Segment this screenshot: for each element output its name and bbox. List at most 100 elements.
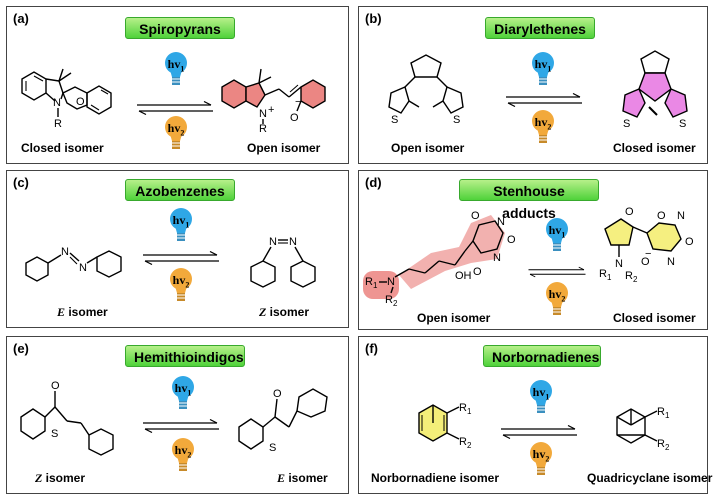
subscript: 1 [607,273,612,282]
panel-label: (f) [365,341,378,356]
atom-s: S [453,114,460,126]
atom-o: O [473,266,482,278]
hv-label: hv [548,223,562,237]
light-bulb-icon: hv1 [169,375,197,413]
atom-o: O [471,210,480,222]
light-bulb-icon: hv2 [543,281,571,319]
atom-o: O [657,210,666,222]
right-caption: Closed isomer [613,141,696,155]
panel-title: Spiropyrans [125,17,235,39]
equilibrium-arrows-icon [504,93,584,107]
atom-o: O [625,206,634,218]
light-bulb-icon: hv1 [162,51,190,89]
equilibrium-arrows-icon [527,265,587,279]
light-bulb-icon: hv2 [527,441,555,479]
isomer-letter: Z [35,471,43,485]
hv-label: hv [174,443,188,457]
left-caption: Z isomer [35,471,85,486]
hemithioindigo-z-structure: O S [20,380,114,456]
atom-r: R [365,276,373,288]
hv-label: hv [534,57,548,71]
panel-title: Diarylethenes [485,17,595,39]
panel-label: (d) [365,175,382,190]
atom-r: R [599,268,607,280]
atom-o: O [685,236,694,248]
hv-subscript: 2 [187,450,192,460]
atom-o: O [507,234,516,246]
isomer-letter: Z [259,305,267,319]
subscript: 2 [393,299,398,308]
subscript: 2 [633,275,638,284]
isomer-word: isomer [285,471,328,485]
svg-text:R2: R2 [625,270,638,284]
left-caption: Closed isomer [21,141,104,155]
panel-stenhouse-adducts: (d) Stenhouse adducts R1 N R2 OH O O O N… [358,170,708,330]
panel-hemithioindigos: (e) Hemithioindigos O S hv1 hv2 O S Z is… [6,336,349,494]
equilibrium-arrows-icon [135,101,215,115]
left-caption: Norbornadiene isomer [371,471,500,485]
atom-r: R [657,406,665,418]
left-caption: Open isomer [391,141,465,155]
equilibrium-arrows-icon [141,251,221,265]
panel-label: (b) [365,11,382,26]
hv-subscript: 1 [561,230,566,240]
atom-o: O [290,112,299,124]
hv-subscript: 2 [180,128,185,138]
left-caption: E isomer [57,305,108,320]
light-bulb-icon: hv2 [162,115,190,153]
svg-text:R1: R1 [599,268,612,282]
right-caption: Quadricyclane isomer [587,471,713,485]
hv-label: hv [534,115,548,129]
atom-r: R [459,402,467,414]
atom-r: R [259,123,267,135]
isomer-letter: E [277,471,286,485]
light-bulb-icon: hv1 [529,51,557,89]
svg-text:R1: R1 [657,406,670,420]
hv-label: hv [172,273,186,287]
panel-title: Stenhouse adducts [459,179,599,221]
svg-text:R2: R2 [657,438,670,452]
hv-label: hv [174,381,188,395]
subscript: 1 [665,411,670,420]
hv-subscript: 1 [180,64,185,74]
svg-text:R1: R1 [365,276,378,290]
atom-n: N [269,236,277,248]
azobenzene-e-structure: N N [25,246,122,282]
atom-n: N [387,276,395,288]
atom-n: N [289,236,297,248]
quadricyclane-structure: R1 R2 [616,406,670,452]
isomer-word: isomer [266,305,310,319]
atom-n: N [677,210,685,222]
panel-azobenzenes: (c) Azobenzenes N N hv1 hv2 N N E isomer… [6,170,349,328]
svg-text:R2: R2 [459,436,472,450]
spiropyran-closed-structure: N R O [21,68,112,130]
hv-label: hv [532,447,546,461]
atom-r: R [459,436,467,448]
diarylethene-open-structure: S S [388,54,464,126]
isomer-letter: E [57,305,66,319]
atom-n: N [259,108,267,120]
charge-plus: + [268,104,274,116]
hv-label: hv [167,57,181,71]
charge-minus: − [645,248,651,260]
light-bulb-icon: hv1 [167,207,195,245]
hv-label: hv [167,121,181,135]
stenhouse-closed-structure: O O N O N O − N R1 R2 [599,206,694,284]
light-bulb-icon: hv2 [529,109,557,147]
atom-s: S [623,118,630,130]
svg-text:R1: R1 [459,402,472,416]
light-bulb-icon: hv2 [167,267,195,305]
panel-label: (e) [13,341,29,356]
equilibrium-arrows-icon [499,425,579,439]
panel-diarylethenes: (b) Diarylethenes S S hv1 hv2 S S Open i… [358,6,708,164]
hv-subscript: 2 [561,294,566,304]
panel-title: Norbornadienes [483,345,601,367]
atom-o: O [273,388,282,400]
hv-subscript: 2 [185,280,190,290]
atom-o: O [51,380,60,392]
atom-o: O [641,256,650,268]
atom-s: S [679,118,686,130]
panel-title: Hemithioindigos [125,345,245,367]
hemithioindigo-e-structure: O S [238,388,328,454]
subscript: 2 [665,443,670,452]
